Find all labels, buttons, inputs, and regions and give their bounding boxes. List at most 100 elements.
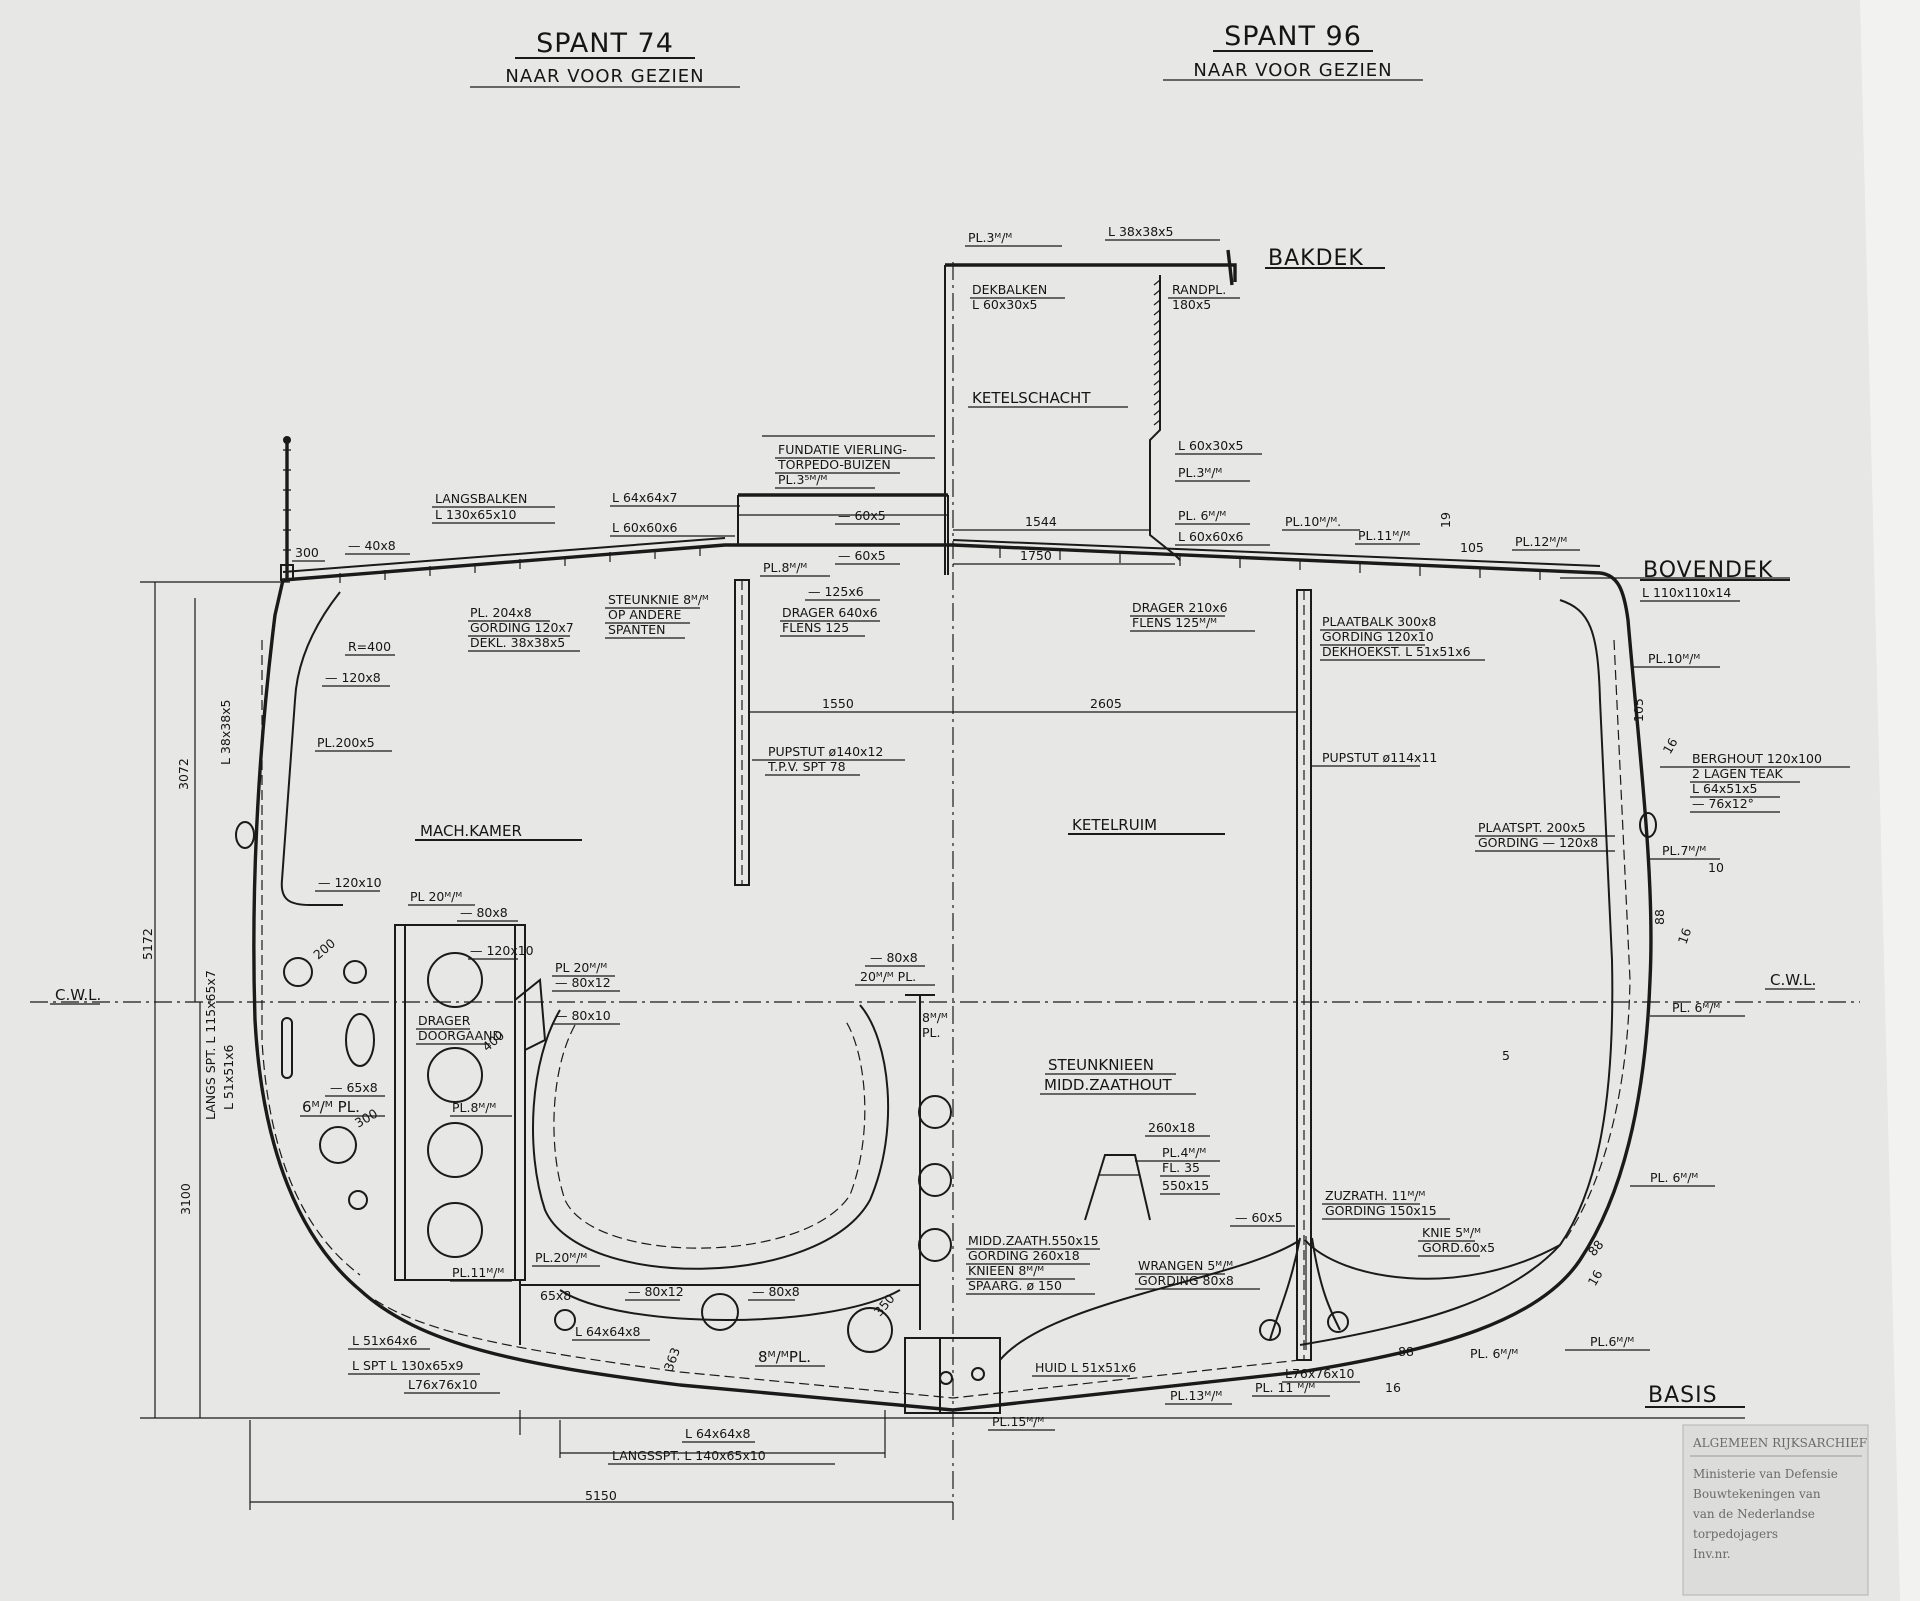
label-fundatie-2: TORPEDO-BUIZEN xyxy=(777,457,891,472)
label-steunknie-1: STEUNKNIE 8ᴹ/ᴹ xyxy=(608,592,709,607)
label-plaatspt-1: PLAATSPT. 200x5 xyxy=(1478,820,1586,835)
paper-edge xyxy=(1860,0,1920,1601)
dim-105: 105 xyxy=(1460,540,1484,555)
label-pl3b: PL.3ᴹ/ᴹ xyxy=(1178,465,1222,480)
label-l76-a: L76x76x10 xyxy=(408,1377,478,1392)
stamp-line-1: ALGEMEEN RIJKSARCHIEF xyxy=(1692,1436,1867,1450)
label-langsbalken-2: L 130x65x10 xyxy=(435,507,516,522)
basis-label: BASIS xyxy=(1648,1383,1718,1408)
label-pl200x5: PL.200x5 xyxy=(317,735,375,750)
label-pl11-b: PL. 11 ᴹ/ᴹ xyxy=(1255,1380,1315,1395)
dim-2605: 2605 xyxy=(1090,696,1122,711)
label-pl11-mid: PL.11ᴹ/ᴹ xyxy=(452,1265,504,1280)
label-8mm-pl-2: PL. xyxy=(922,1025,940,1040)
label-pl20-c: PL.20ᴹ/ᴹ xyxy=(535,1250,587,1265)
label-pupstut140-2: T.P.V. SPT 78 xyxy=(767,759,846,774)
label-fundatie-3: PL.3⁵ᴹ/ᴹ xyxy=(778,472,827,487)
label-l64x64x8-b: L 64x64x8 xyxy=(685,1426,751,1441)
label-wrangen-1: WRANGEN 5ᴹ/ᴹ xyxy=(1138,1258,1233,1273)
label-zuzrath-1: ZUZRATH. 11ᴹ/ᴹ xyxy=(1325,1188,1425,1203)
archive-stamp: ALGEMEEN RIJKSARCHIEF Ministerie van Def… xyxy=(1682,1424,1869,1596)
label-lspt130: L SPT L 130x65x9 xyxy=(352,1358,464,1373)
dim-5: 5 xyxy=(1502,1048,1510,1063)
label-l76-b: L76x76x10 xyxy=(1285,1366,1355,1381)
dim-350: 350 xyxy=(871,1291,898,1319)
torpedo-foundation xyxy=(737,493,949,575)
label-120x10-b: — 120x10 xyxy=(470,943,534,958)
dim-16c: 16 xyxy=(1585,1267,1606,1288)
inner-frame xyxy=(280,591,343,906)
label-80x12: — 80x12 xyxy=(555,975,611,990)
label-pl6-right-3: PL. 6ᴹ/ᴹ xyxy=(1470,1346,1518,1361)
keel-box xyxy=(904,1337,1001,1414)
mast-stanchion xyxy=(280,436,294,581)
label-wrangen-2: GORDING 80x8 xyxy=(1138,1273,1234,1288)
title-spant-74: SPANT 74 xyxy=(536,28,674,59)
dim-3100: 3100 xyxy=(178,1183,193,1215)
label-berghout-4: — 76x12° xyxy=(1692,796,1754,811)
stamp-line-5: torpedojagers xyxy=(1693,1527,1778,1541)
subtitle-left: NAAR VOOR GEZIEN xyxy=(505,66,704,87)
label-pl4-2: FL. 35 xyxy=(1162,1160,1200,1175)
ketelruim-floors xyxy=(999,1154,1561,1361)
label-pl8-mid: PL.8ᴹ/ᴹ xyxy=(452,1100,496,1115)
label-80x8-a: — 80x8 xyxy=(460,905,508,920)
label-pl7-right: PL.7ᴹ/ᴹ xyxy=(1662,843,1706,858)
label-20mm-pl: 20ᴹ/ᴹ PL. xyxy=(860,969,916,984)
label-80x12-b: — 80x12 xyxy=(628,1284,684,1299)
label-l38x38x5: L 38x38x5 xyxy=(1108,224,1174,239)
label-pl3-top: PL.3ᴹ/ᴹ xyxy=(968,230,1012,245)
label-6mm-pl: 6ᴹ/ᴹ PL. xyxy=(302,1098,360,1116)
steunknieen-label-2: MIDD.ZAATHOUT xyxy=(1044,1076,1173,1094)
label-drager640-1: DRAGER 640x6 xyxy=(782,605,878,620)
label-80x8-b: — 80x8 xyxy=(870,950,918,965)
label-pl4-3: 550x15 xyxy=(1162,1178,1209,1193)
steunknieen-label-1: STEUNKNIEEN xyxy=(1048,1056,1154,1074)
label-drager210-1: DRAGER 210x6 xyxy=(1132,600,1228,615)
label-l64x64x7: L 64x64x7 xyxy=(612,490,678,505)
label-midd-2: GORDING 260x18 xyxy=(968,1248,1080,1263)
label-pupstut140-1: PUPSTUT ø140x12 xyxy=(768,744,883,759)
label-pl10-right: PL.10ᴹ/ᴹ xyxy=(1648,651,1700,666)
dim-200: 200 xyxy=(310,935,338,962)
label-pl11-top: PL.11ᴹ/ᴹ xyxy=(1358,528,1410,543)
dim-105b: 105 xyxy=(1631,698,1646,722)
dim-3072: 3072 xyxy=(176,758,191,790)
fender-details xyxy=(235,812,1657,849)
dim-10: 10 xyxy=(1708,860,1724,875)
pupstut-right xyxy=(1296,589,1312,1361)
label-berghout-1: BERGHOUT 120x100 xyxy=(1692,751,1822,766)
label-125x6: — 125x6 xyxy=(808,584,864,599)
dim-1750: 1750 xyxy=(1020,548,1052,563)
label-pl6: PL. 6ᴹ/ᴹ xyxy=(1178,508,1226,523)
label-steunknie-3: SPANTEN xyxy=(608,622,665,637)
stamp-line-6: Inv.nr. xyxy=(1693,1547,1731,1561)
ketelschacht-label: KETELSCHACHT xyxy=(972,389,1091,407)
label-l51x64: L 51x64x6 xyxy=(352,1333,418,1348)
dim-88b: 88 xyxy=(1585,1237,1607,1259)
label-knie-1: KNIE 5ᴹ/ᴹ xyxy=(1422,1225,1481,1240)
title-right: SPANT 96 NAAR VOOR GEZIEN xyxy=(1163,21,1423,81)
label-knie-2: GORD.60x5 xyxy=(1422,1240,1495,1255)
label-plaatbalk-3: DEKHOEKST. L 51x51x6 xyxy=(1322,644,1471,659)
label-l60x60x6-right: L 60x60x6 xyxy=(1178,529,1244,544)
label-plaatbalk-2: GORDING 120x10 xyxy=(1322,629,1434,644)
label-dekbalken-1: DEKBALKEN xyxy=(972,282,1047,297)
label-plaatspt-2: GORDING — 120x8 xyxy=(1478,835,1598,850)
label-60x5-a: — 60x5 xyxy=(838,508,886,523)
cwl-right-label: C.W.L. xyxy=(1770,971,1816,989)
label-pl6-bottom: PL.6ᴹ/ᴹ xyxy=(1590,1334,1634,1349)
deck-beams xyxy=(282,537,1601,583)
label-l60x60x6-left: L 60x60x6 xyxy=(612,520,678,535)
label-40x8: — 40x8 xyxy=(348,538,396,553)
dim-1544: 1544 xyxy=(1025,514,1057,529)
label-pl10-top: PL.10ᴹ/ᴹ. xyxy=(1285,514,1341,529)
label-120x8: — 120x8 xyxy=(325,670,381,685)
label-pl204-3: DEKL. 38x38x5 xyxy=(470,635,565,650)
machkamer-label: MACH.KAMER xyxy=(420,822,522,840)
label-zuzrath-2: GORDING 150x15 xyxy=(1325,1203,1437,1218)
dim-16d: 16 xyxy=(1385,1380,1401,1395)
dim-300: 300 xyxy=(295,545,319,560)
hull-outline xyxy=(252,543,1653,1412)
